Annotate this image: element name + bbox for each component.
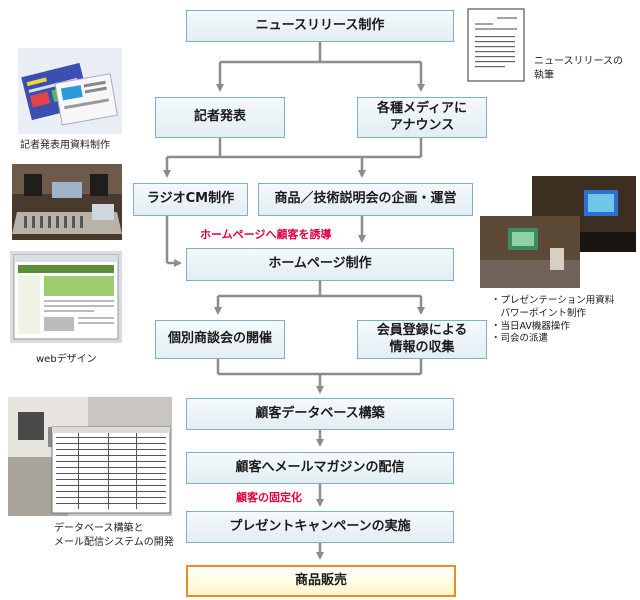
node-news-release: ニュースリリース制作 (186, 10, 454, 42)
document-icon (467, 8, 525, 82)
bullet-av-operation: ・当日AV機器操作 (491, 320, 570, 332)
node-seminar: 商品／技術説明会の企画・運営 (258, 183, 473, 216)
caption-web-design: webデザイン (36, 354, 97, 365)
studio-photo (12, 164, 122, 240)
bullet-presentation-materials: ・プレゼンテーション用資料 パワーポイント制作 (491, 295, 615, 319)
bullet-mc-dispatch: ・司会の派遣 (491, 333, 549, 345)
brochure-photo (18, 48, 122, 134)
annotation-customer-retention: 顧客の固定化 (236, 491, 302, 504)
node-mail-magazine: 顧客へメールマガジンの配信 (186, 452, 454, 484)
node-homepage: ホームページ制作 (186, 248, 454, 281)
caption-db-system: データベース構築と メール配信システムの開発 (54, 523, 174, 548)
office-photo (8, 397, 172, 516)
node-customer-database: 顧客データベース構築 (186, 398, 454, 430)
node-member-registration: 会員登録による 情報の収集 (357, 320, 487, 359)
node-business-meeting: 個別商談会の開催 (155, 320, 285, 359)
node-media-announcement: 各種メディアに アナウンス (357, 97, 487, 138)
node-present-campaign: プレゼントキャンペーンの実施 (186, 511, 454, 543)
webpage-screenshot (10, 251, 122, 343)
caption-release-writing: ニュースリリースの 執筆 (534, 56, 623, 81)
presentation-services-list: ・プレゼンテーション用資料 パワーポイント制作 ・当日AV機器操作 ・司会の派遣 (491, 295, 614, 346)
node-radio-cm: ラジオCM制作 (133, 183, 248, 216)
annotation-lead-to-homepage: ホームページへ顧客を誘導 (200, 228, 332, 241)
caption-press-materials: 記者発表用資料制作 (20, 140, 110, 151)
node-press-conference: 記者発表 (155, 97, 285, 138)
seminar-photo (480, 176, 636, 288)
node-product-sales: 商品販売 (186, 565, 456, 597)
